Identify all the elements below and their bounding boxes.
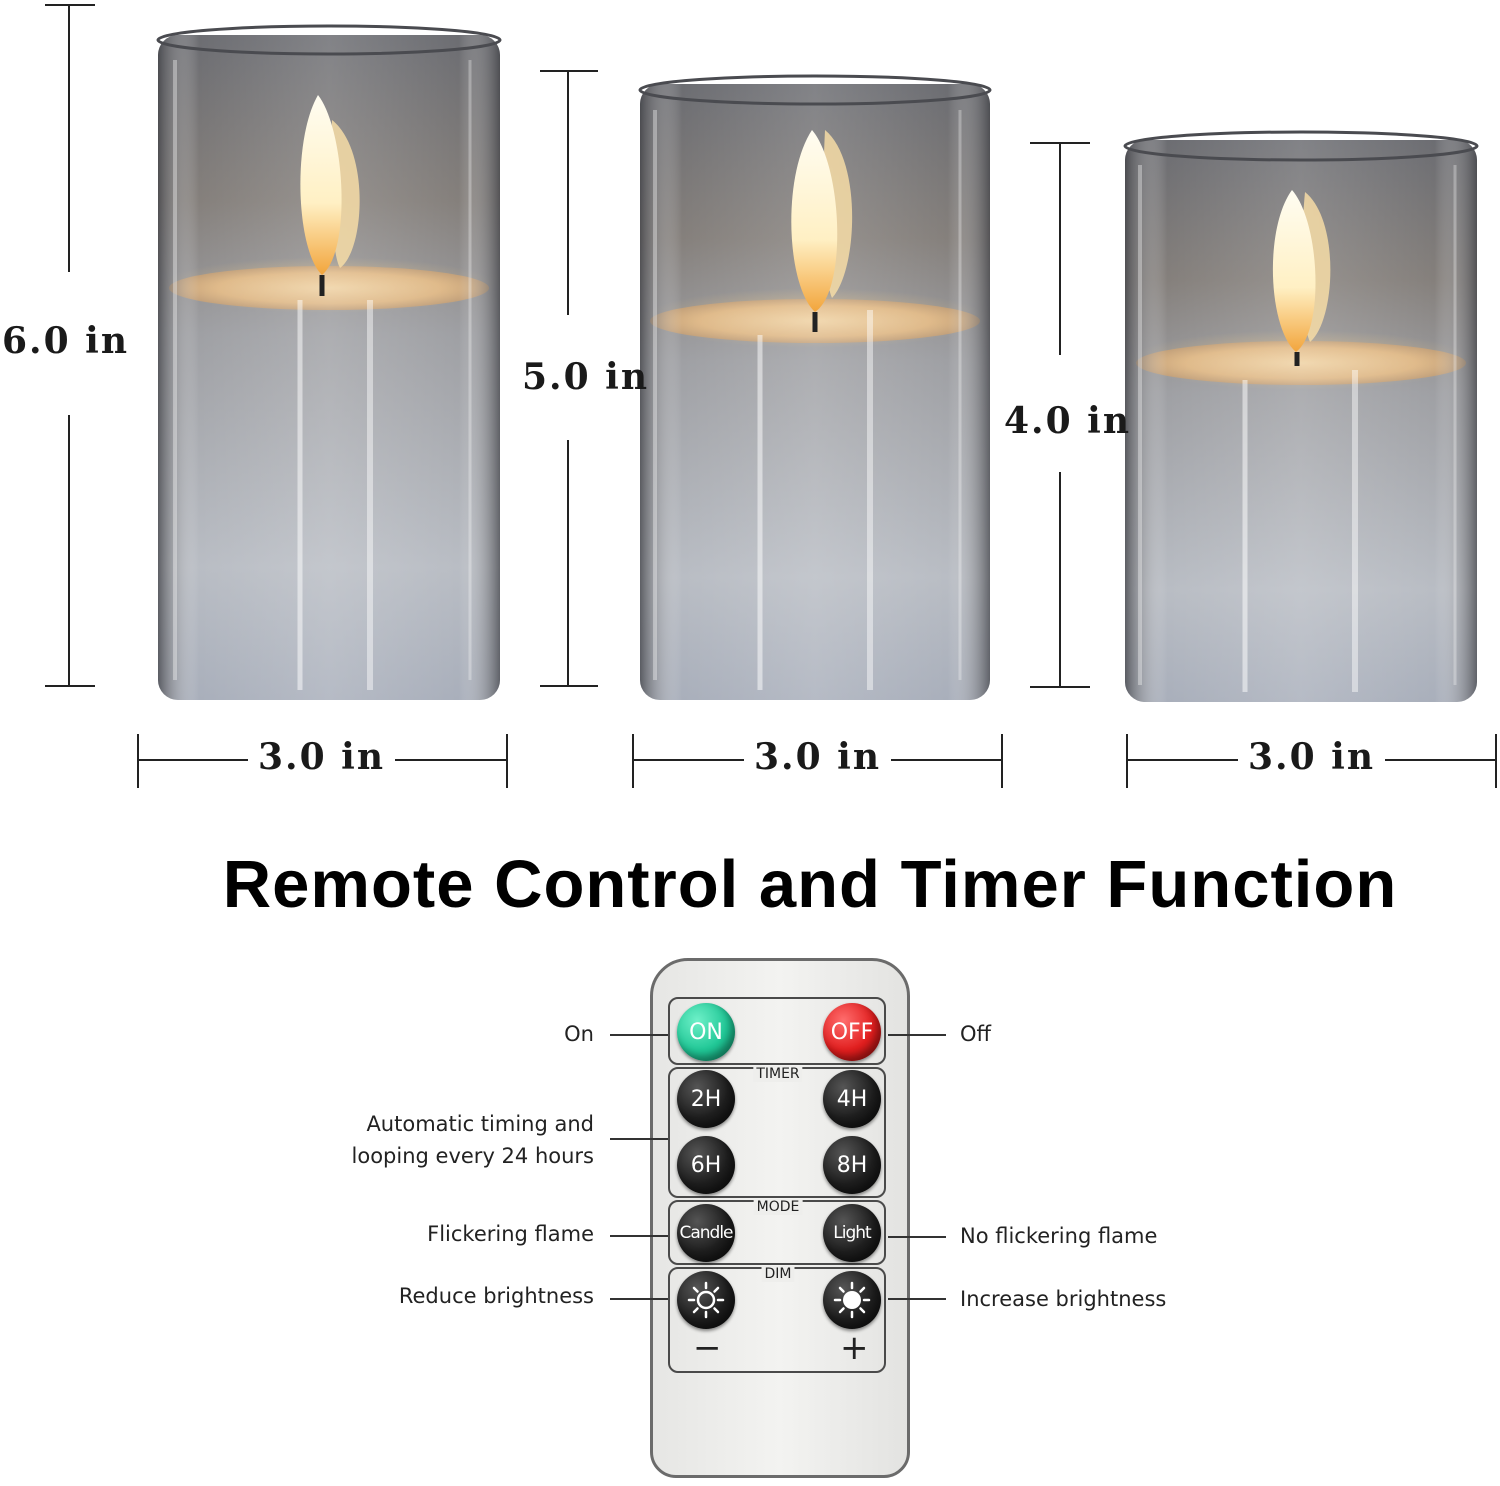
leader-dim-plus bbox=[888, 1298, 946, 1300]
dim-minus-sign: − bbox=[693, 1328, 722, 1368]
annotation-timer-line2: looping every 24 hours bbox=[351, 1144, 594, 1168]
width-3-right-tick bbox=[1495, 734, 1497, 788]
off-button[interactable]: OFF bbox=[823, 1003, 881, 1061]
candle-medium bbox=[638, 74, 992, 700]
candle-mode-button[interactable]: Candle bbox=[677, 1204, 735, 1262]
leader-candle bbox=[610, 1235, 668, 1237]
candle-large bbox=[156, 24, 502, 700]
timer-4h-button[interactable]: 4H bbox=[823, 1070, 881, 1128]
dim-panel-title: DIM bbox=[761, 1266, 795, 1282]
timer-8h-button[interactable]: 8H bbox=[823, 1136, 881, 1194]
height-2-top-tick bbox=[540, 70, 598, 72]
height-1-bottom-tick bbox=[45, 685, 95, 687]
width-1-right-tick bbox=[506, 734, 508, 788]
candle-small bbox=[1123, 130, 1479, 702]
leader-dim-minus bbox=[610, 1298, 668, 1300]
height-1-line-lower bbox=[68, 415, 70, 686]
mode-panel-title: MODE bbox=[753, 1199, 803, 1215]
annotation-on: On bbox=[564, 1022, 594, 1046]
timer-6h-button[interactable]: 6H bbox=[677, 1136, 735, 1194]
width-2-right-tick bbox=[1001, 734, 1003, 788]
width-label-1: 3.0 in bbox=[248, 736, 396, 778]
height-3-line-upper bbox=[1059, 142, 1061, 355]
on-button[interactable]: ON bbox=[677, 1003, 735, 1061]
annotation-light: No flickering flame bbox=[960, 1224, 1158, 1248]
height-label-2: 5.0 in bbox=[522, 356, 650, 398]
annotation-timer-line1: Automatic timing and bbox=[366, 1112, 594, 1136]
height-3-bottom-tick bbox=[1030, 686, 1090, 688]
annotation-candle: Flickering flame bbox=[427, 1222, 594, 1246]
leader-timer bbox=[610, 1138, 668, 1140]
height-label-3: 4.0 in bbox=[1004, 400, 1132, 442]
annotation-dim-plus: Increase brightness bbox=[960, 1287, 1167, 1311]
annotation-off: Off bbox=[960, 1022, 991, 1046]
height-3-line-lower bbox=[1059, 472, 1061, 687]
sun-outline-icon bbox=[687, 1281, 725, 1319]
dim-down-button[interactable] bbox=[677, 1271, 735, 1329]
candles-illustration bbox=[156, 24, 1479, 702]
height-1-line-upper bbox=[68, 4, 70, 272]
timer-2h-button[interactable]: 2H bbox=[677, 1070, 735, 1128]
light-mode-button[interactable]: Light bbox=[823, 1204, 881, 1262]
height-label-1: 6.0 in bbox=[2, 320, 130, 362]
height-2-line-lower bbox=[567, 440, 569, 686]
width-label-3: 3.0 in bbox=[1238, 736, 1386, 778]
sun-filled-icon bbox=[833, 1281, 871, 1319]
height-1-top-tick bbox=[45, 4, 95, 6]
width-1-left-tick bbox=[137, 734, 139, 788]
leader-off bbox=[888, 1034, 946, 1036]
leader-light bbox=[888, 1236, 946, 1238]
section-title: Remote Control and Timer Function bbox=[222, 847, 1398, 922]
flame-icon bbox=[791, 130, 853, 332]
height-2-line-upper bbox=[567, 70, 569, 315]
width-2-left-tick bbox=[632, 734, 634, 788]
flame-icon bbox=[300, 95, 360, 296]
width-3-left-tick bbox=[1126, 734, 1128, 788]
leader-on bbox=[610, 1034, 668, 1036]
annotation-dim-minus: Reduce brightness bbox=[398, 1284, 594, 1308]
dim-plus-sign: + bbox=[840, 1328, 869, 1368]
width-label-2: 3.0 in bbox=[744, 736, 892, 778]
height-2-bottom-tick bbox=[540, 685, 598, 687]
dim-up-button[interactable] bbox=[823, 1271, 881, 1329]
power-panel bbox=[668, 997, 886, 1065]
timer-panel-title: TIMER bbox=[753, 1066, 803, 1082]
annotation-timer: Automatic timing and looping every 24 ho… bbox=[352, 1108, 594, 1172]
flame-icon bbox=[1272, 190, 1331, 366]
